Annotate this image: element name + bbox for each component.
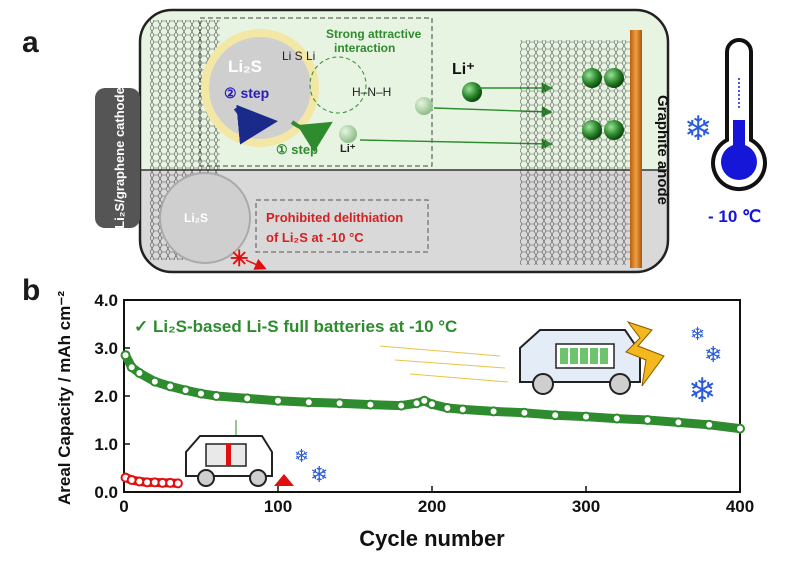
lightning-icon: [625, 321, 665, 387]
series-1-point: [172, 478, 183, 489]
snowflake-icon-5: ❄: [688, 372, 717, 410]
li-intercalated-3: [582, 120, 602, 140]
prohibited-line1: Prohibited delithiation: [266, 210, 403, 225]
snowflake-icon: ❄: [684, 110, 713, 148]
prohibited-arrow: [245, 258, 267, 270]
temperature-label: - 10 ℃: [708, 207, 761, 226]
panel-a: a Li₂S/graphene cathode Li₂S ② step Li S…: [22, 8, 767, 274]
x-tick-label: 0: [119, 497, 128, 516]
prohibited-line2: of Li₂S at -10 °C: [266, 230, 364, 245]
ev-car-icon: [379, 329, 641, 395]
step1-arrow: [290, 120, 333, 153]
attractive-label-2: interaction: [334, 41, 395, 55]
series-0-point: [134, 367, 145, 378]
li2s-label-small: Li₂S: [184, 211, 208, 225]
x-tick-label: 200: [418, 497, 446, 516]
prohibited-mark: ✳: [230, 246, 248, 271]
series-0-point: [165, 381, 176, 392]
li-ion-1: [462, 82, 482, 102]
series-0-point: [735, 423, 745, 434]
y-tick-label: 2.0: [94, 387, 118, 406]
zoom-box: [199, 17, 433, 167]
li-ion-pale-2: [415, 97, 433, 115]
series-0-point: [704, 419, 715, 430]
series-0-point: [396, 400, 407, 411]
series-0-point: [120, 350, 131, 361]
li2s-atoms: Li S Li: [282, 49, 315, 63]
li-small-label: Li⁺: [340, 143, 356, 155]
snowflake-icon-3: ❄: [690, 324, 705, 344]
snowflake-icon-2: ❄: [310, 462, 328, 487]
y-axis-title: Areal Capacity / mAh cm⁻²: [55, 291, 74, 505]
series-0-point: [334, 398, 345, 409]
y-axis: 0.0 1.0 2.0 3.0 4.0: [94, 291, 130, 502]
anode-label: Graphite anode: [654, 95, 671, 205]
series-0-point: [457, 404, 468, 415]
attractive-label-1: Strong attractive: [326, 27, 422, 41]
y-tick-label: 1.0: [94, 435, 118, 454]
series-0-point: [242, 393, 253, 404]
x-tick-label: 300: [572, 497, 600, 516]
y-tick-label: 3.0: [94, 339, 118, 358]
li2s-label-large: Li₂S: [228, 57, 262, 76]
panel-a-label: a: [22, 26, 39, 59]
series-0-point: [149, 376, 160, 387]
legend-text: ✓ Li₂S-based Li-S full batteries at -10 …: [134, 317, 457, 336]
series-0-point: [519, 407, 530, 418]
step2-arrow: [233, 104, 278, 145]
interaction-ring: [309, 56, 367, 114]
li-flow-arrow-3: [359, 138, 553, 150]
cathode-label: Li₂S/graphene cathode: [112, 87, 127, 229]
x-tick-label: 400: [726, 497, 754, 516]
li-intercalated-1: [582, 68, 602, 88]
thermometer-bulb: [721, 144, 757, 180]
series-0-point: [427, 399, 437, 410]
li2s-particle-small: [159, 172, 251, 264]
snowflake-icon-1: ❄: [294, 446, 309, 466]
step2-label: ② step: [224, 85, 269, 101]
x-tick-label: 100: [264, 497, 292, 516]
series-0-point: [211, 391, 222, 401]
series-0-point: [673, 417, 684, 428]
x-axis: 0 100 200 300 400: [119, 486, 754, 516]
series-1-point: [126, 475, 137, 485]
li-ion-label: Li⁺: [452, 61, 475, 78]
anode-collector: [630, 30, 642, 268]
li-intercalated-4: [604, 120, 624, 140]
series-0-point: [442, 403, 453, 413]
li-intercalated-2: [604, 68, 624, 88]
series-layer: [120, 350, 745, 489]
nh-molecule: H–N–H: [352, 85, 391, 99]
series-0-point: [642, 415, 653, 425]
series-0-point: [196, 388, 206, 399]
series-0-point: [365, 399, 376, 410]
cathode-tab: [95, 88, 140, 228]
panel-b-label: b: [22, 274, 40, 307]
li-ion-pale-1: [339, 125, 357, 143]
y-tick-label: 0.0: [94, 483, 118, 502]
series-0-point: [303, 397, 314, 408]
y-tick-label: 4.0: [94, 291, 118, 310]
series-0-point: [550, 410, 561, 421]
panel-b: b 0.0 1.0 2.0 3.0 4.0 0 100 200 300 400 Areal Ca…: [22, 274, 754, 551]
series-0-point: [273, 395, 283, 406]
series-0-point: [611, 413, 622, 424]
x-axis-title: Cycle number: [359, 526, 505, 551]
snowflake-icon-4: ❄: [704, 342, 722, 367]
car-icon: [185, 420, 294, 487]
series-0-line: [121, 350, 745, 434]
series-0-point: [581, 411, 591, 422]
series-0-point: [180, 385, 191, 396]
step1-label: ① step: [276, 142, 318, 157]
series-0-point: [126, 362, 137, 373]
series-0-point: [488, 406, 499, 417]
